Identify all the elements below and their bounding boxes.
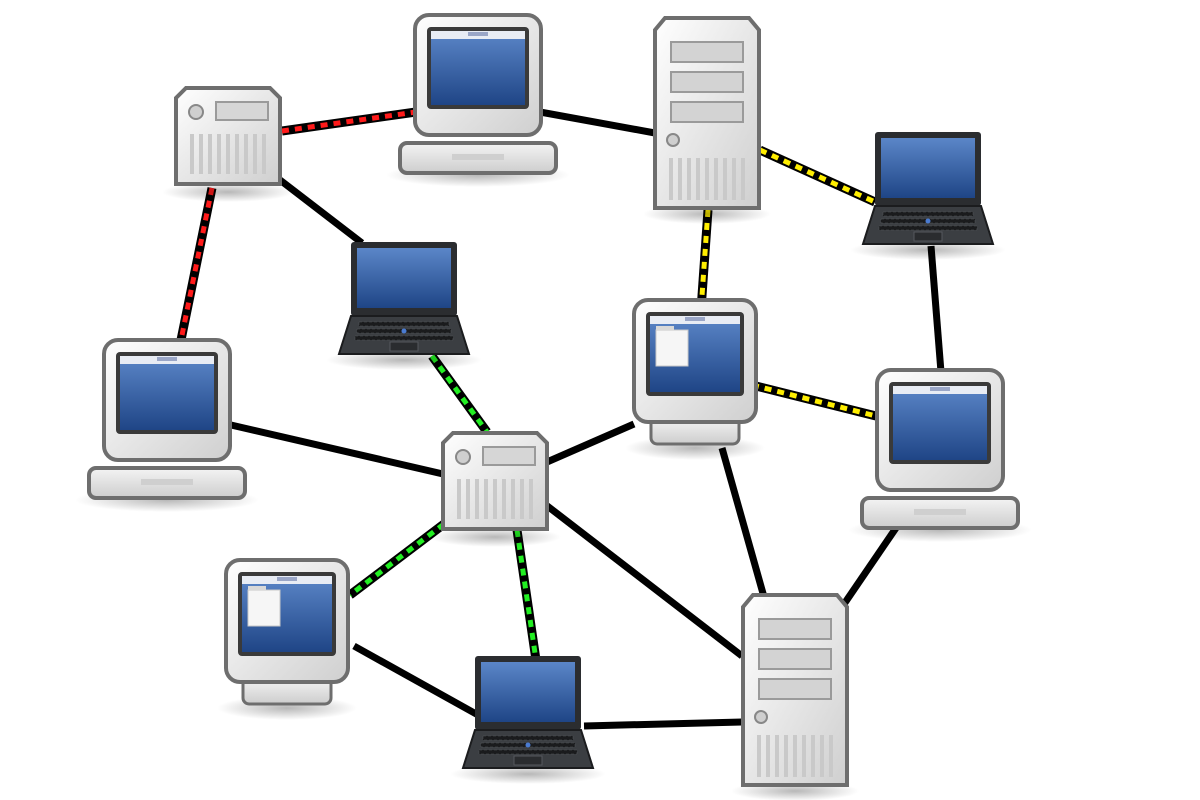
link-server-top-left-to-laptop-upper-center (277, 177, 365, 246)
desktop-top-desktop[interactable] (386, 13, 570, 187)
link-server-tower-top-to-laptop-top-right (758, 145, 877, 207)
link-server-top-left-to-desktop-left (176, 187, 217, 341)
desktop-bottom-left-desktop-compact[interactable] (217, 558, 357, 720)
nodes-layer (75, 13, 1032, 800)
server-top-left-server-small[interactable] (162, 86, 294, 202)
desktop-right-desktop[interactable] (848, 368, 1032, 542)
link-server-hub-to-desktop-bottom-left (347, 520, 447, 599)
links-layer (176, 107, 945, 730)
link-server-tower-top-to-desktop-center-right (696, 209, 713, 311)
server-tower-bottom-server-tower[interactable] (731, 593, 859, 800)
link-desktop-center-right-to-desktop-right (750, 380, 878, 421)
desktop-left-desktop[interactable] (75, 338, 259, 512)
link-server-hub-to-laptop-bottom (512, 529, 541, 661)
laptop-upper-center-laptop[interactable] (326, 242, 482, 370)
link-laptop-top-right-to-desktop-right (927, 245, 945, 373)
desktop-center-right-desktop-compact[interactable] (625, 298, 765, 460)
link-desktop-top-to-server-tower-top (539, 108, 656, 137)
laptop-bottom-laptop[interactable] (450, 656, 606, 784)
link-desktop-left-to-server-hub (230, 421, 444, 478)
laptop-top-right-laptop[interactable] (850, 132, 1006, 260)
server-hub-server-small[interactable] (429, 431, 561, 547)
link-server-hub-to-desktop-center-right (545, 420, 636, 466)
link-desktop-center-right-to-server-tower-bottom (718, 447, 768, 598)
server-tower-top-server-tower[interactable] (643, 16, 771, 224)
link-desktop-bottom-left-to-laptop-bottom (352, 642, 480, 719)
link-laptop-bottom-to-server-tower-bottom (583, 718, 743, 730)
link-server-hub-to-server-tower-bottom (543, 502, 745, 659)
link-server-top-left-to-desktop-top (281, 107, 417, 136)
